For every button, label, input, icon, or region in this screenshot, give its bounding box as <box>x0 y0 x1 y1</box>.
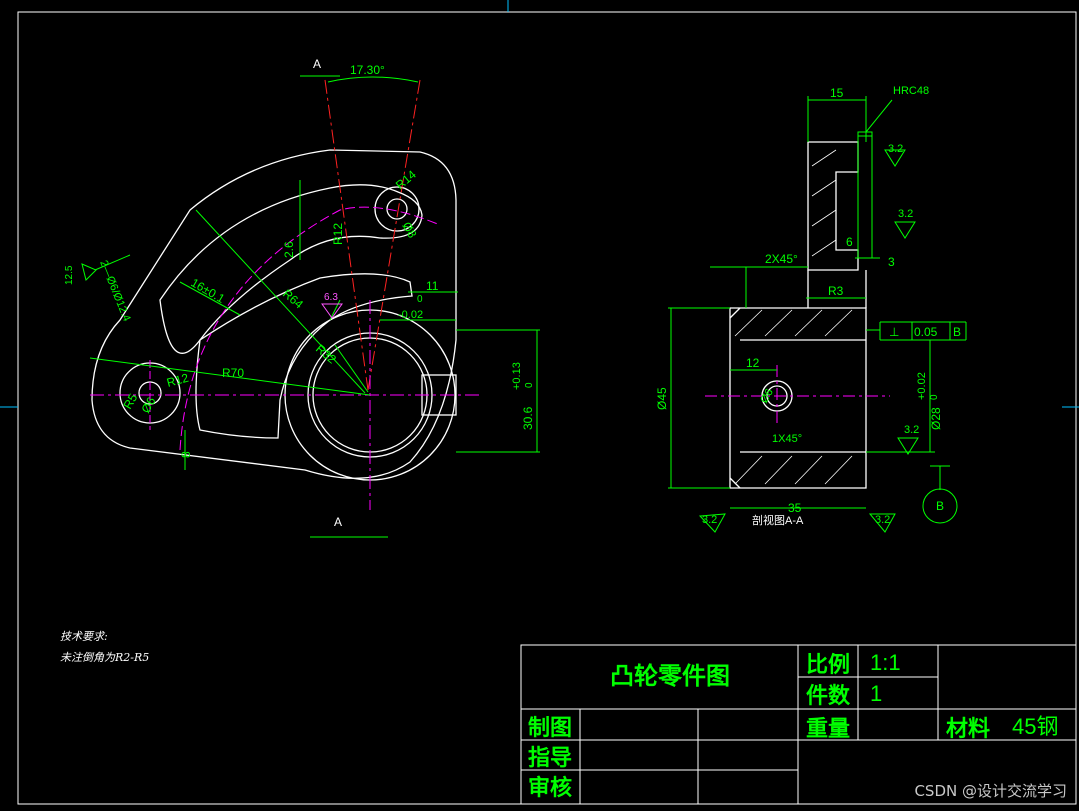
scale-value: 1:1 <box>870 650 901 675</box>
dim-r12-slot: R12 <box>331 223 345 245</box>
dim-30-tol-up: +0.13 <box>511 362 523 390</box>
drawn-label: 制图 <box>528 715 572 740</box>
dim-r64: R64 <box>280 287 306 312</box>
review-label: 审核 <box>528 775 572 800</box>
angle-arc <box>327 76 419 83</box>
centerline-red-2 <box>367 79 421 391</box>
technical-requirements: 技术要求: 未注倒角为R2-R5 <box>60 626 149 668</box>
hub-section <box>729 307 867 489</box>
tol-perp-sym: ⊥ <box>889 325 899 339</box>
dim-35: 35 <box>788 501 802 515</box>
guide-label: 指导 <box>528 745 572 770</box>
material-value: 45钢 <box>1012 714 1058 739</box>
dim-angle: 17.30° <box>350 63 385 77</box>
dim-15: 15 <box>830 86 844 100</box>
dim-rough1: 3.2 <box>888 143 903 155</box>
section-view-label: 剖视图A-A <box>752 513 804 527</box>
qty-label: 件数 <box>806 683 851 708</box>
section-dims <box>668 96 967 533</box>
rough-left: 12.5 <box>64 265 75 285</box>
dim-rough5: 3.2 <box>875 514 890 526</box>
hole-top-boss <box>374 186 420 232</box>
dim-d28: Ø28 <box>929 407 943 430</box>
tech-req-line1: 未注倒角为R2-R5 <box>60 651 150 664</box>
title-block <box>520 644 1077 805</box>
material-label: 材料 <box>946 716 990 741</box>
dim-r14: R14 <box>393 167 419 192</box>
dim-r12-low: R12 <box>165 371 190 390</box>
dim-12: 12 <box>746 356 760 370</box>
dim-2x45: 2X45° <box>765 252 798 266</box>
section-hatch <box>734 149 853 485</box>
dim-6: 6 <box>846 235 853 249</box>
dim-d28-tol-low: 0 <box>929 394 940 400</box>
watermark: CSDN @设计交流学习 <box>914 782 1067 800</box>
dim-r70: R70 <box>222 366 244 380</box>
rough-main: 6.3 <box>324 292 338 303</box>
qty-value: 1 <box>870 681 882 706</box>
main-dims <box>89 75 540 538</box>
centerline-red-1 <box>324 79 369 391</box>
main-centerlines <box>90 79 480 510</box>
tol-perp-val: 0.05 <box>914 325 938 339</box>
dim-hole: Ø6 <box>758 387 776 406</box>
dim-d6-small: Ø6 <box>138 394 158 415</box>
weight-label: 重量 <box>806 716 850 741</box>
section-dim-text: 15 HRC48 3.2 3.2 6 3 2X45° R3 ⊥ 0.05 B 1… <box>655 85 961 527</box>
dim-11-tol-b: -0.02 <box>398 309 423 321</box>
dim-hrc: HRC48 <box>893 85 929 97</box>
dim-8-low: 8 <box>179 451 193 458</box>
dim-r3: R3 <box>828 284 844 298</box>
cam-arc-slot <box>159 184 423 354</box>
dim-11: 11 <box>426 279 439 293</box>
dim-d8: Ø8 <box>399 220 419 241</box>
section-centerlines <box>705 365 890 425</box>
dim-1x45: 1X45° <box>772 433 802 445</box>
main-dim-text: A A 17.30° R14 R12 Ø8 2.6 16±0.1 R64 R32… <box>64 57 535 529</box>
dim-11-tol: 0 <box>417 294 423 305</box>
dim-d45: Ø45 <box>655 387 669 410</box>
dim-r5: R5 <box>120 391 140 412</box>
tol-perp-ref: B <box>953 325 961 339</box>
dim-rough2: 3.2 <box>898 208 913 220</box>
dim-d28-tol-up: +0.02 <box>916 372 928 400</box>
datum-b-circle <box>922 488 958 524</box>
dim-holes: 2—Ø6/Ø12.4 <box>97 259 132 324</box>
section-a-top: A <box>313 57 321 71</box>
dim-rough3: 3.2 <box>904 424 919 436</box>
drawing-name: 凸轮零件图 <box>610 662 730 690</box>
arm-section <box>807 141 859 271</box>
main-rough-symbols <box>81 263 343 319</box>
dim-2-6: 2.6 <box>282 241 296 258</box>
dim-3: 3 <box>888 255 895 269</box>
tech-req-title: 技术要求: <box>60 630 108 643</box>
title-block-text: 凸轮零件图 比例 1:1 件数 1 重量 材料 45钢 制图 指导 审核 <box>528 650 1058 800</box>
dim-rough4: 3.2 <box>702 514 717 526</box>
dim-30-6: 30.6 <box>521 406 535 430</box>
section-a-bottom: A <box>334 515 342 529</box>
cam-outer-contour <box>91 149 457 479</box>
scale-label: 比例 <box>806 652 850 677</box>
dim-30-tol-low: 0 <box>524 382 535 388</box>
datum-b: B <box>936 499 944 513</box>
dim-16: 16±0.1 <box>189 275 228 306</box>
construction-arc <box>179 206 441 451</box>
